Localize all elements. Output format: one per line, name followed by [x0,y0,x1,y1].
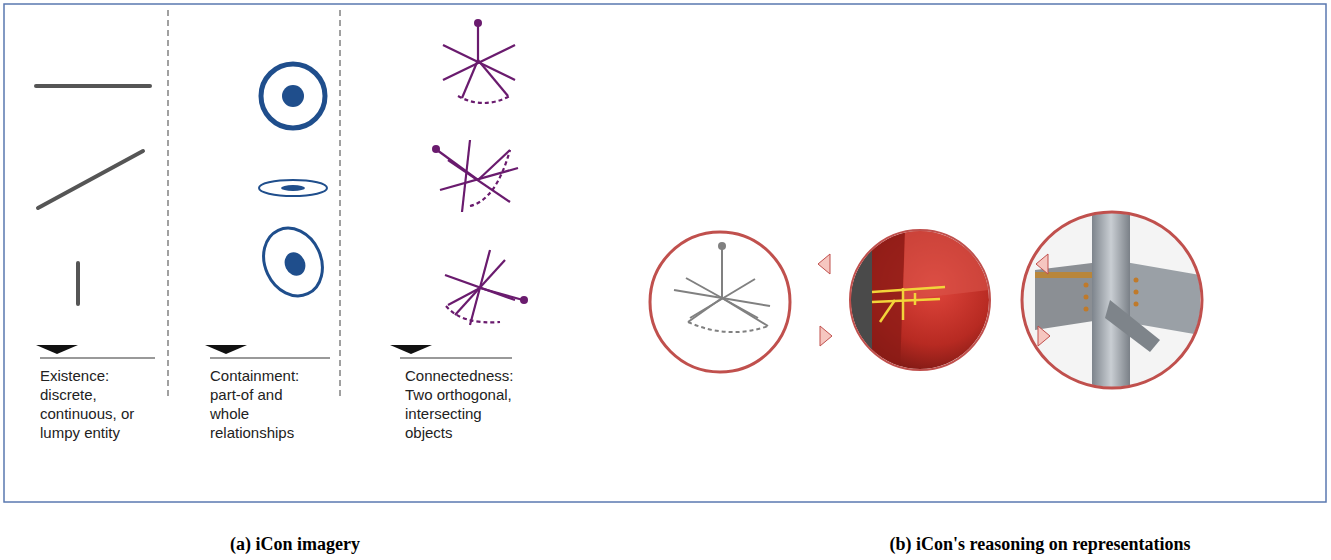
concept-label: Containment: part-of and whole relations… [210,366,320,442]
underline [400,357,512,359]
frame [4,4,1326,502]
marker-triangle [36,345,78,354]
existence-glyphs [36,86,150,304]
underline [210,357,330,359]
concept-label: Connectedness: Two orthogonal, intersect… [405,366,527,442]
flow-arrow [818,254,1050,346]
underline [40,357,155,359]
steel-connection [1020,210,1205,390]
model-circle [850,230,990,370]
glyph-dot [520,296,528,304]
glyph-dot [474,19,482,27]
subfigure-caption: (b) iCon's reasoning on representations [780,533,1300,555]
separator [167,10,169,398]
marker-triangle [390,345,432,354]
icon-circle [650,232,790,372]
containment-glyphs [253,64,333,306]
marker-triangle [205,345,247,354]
glyph-dot [432,145,440,153]
connectedness-glyphs [437,24,523,325]
separator [339,10,341,398]
subfigure-caption: (a) iCon imagery [140,533,450,555]
concept-label: Existence: discrete, continuous, or lump… [40,366,158,442]
